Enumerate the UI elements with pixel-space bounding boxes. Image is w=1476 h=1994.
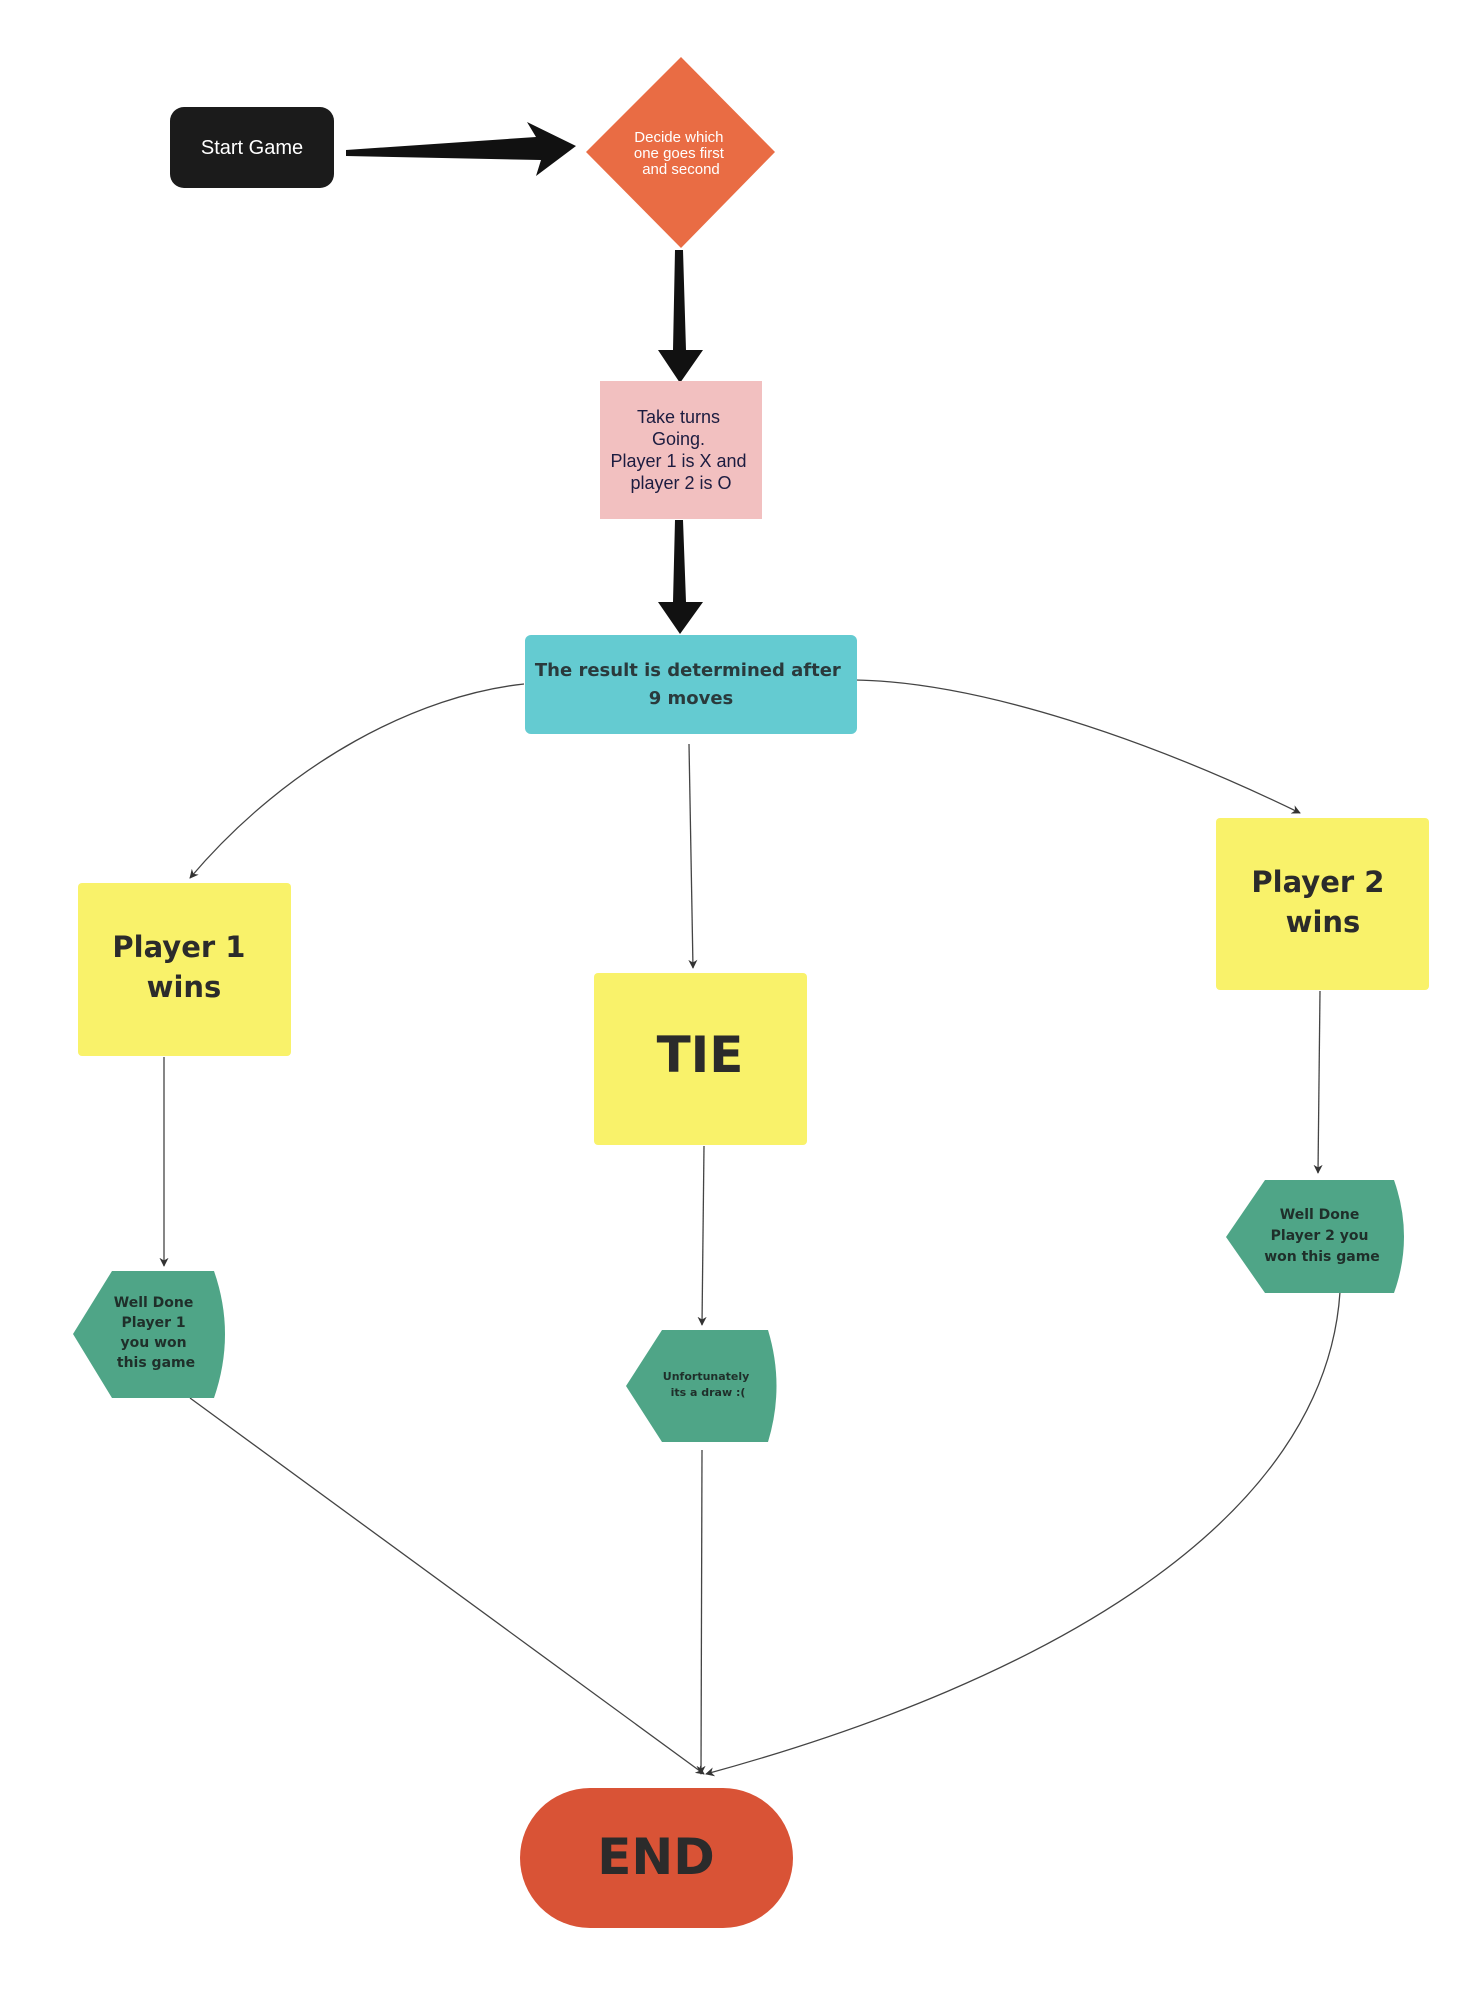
decide-node-shape	[586, 57, 775, 248]
player1-message-node-label-line: Player 1	[121, 1315, 185, 1331]
nodes: Start Game Decide which one goes first a…	[73, 57, 1429, 1928]
edge-message2-to-end	[705, 1291, 1341, 1777]
decide-node-label: Decide which one goes first and second	[634, 129, 728, 178]
edge-decide-to-turns	[658, 250, 703, 383]
decide-node-label-line: one goes first	[634, 145, 725, 162]
start-node-label-line: Start Game	[201, 137, 303, 159]
player1-message-node-label: Well Done Player 1 you won this game	[114, 1295, 199, 1371]
player2-message-node-label: Well Done Player 2 you won this game	[1264, 1207, 1380, 1265]
tie-node[interactable]: TIE	[594, 973, 807, 1145]
turns-node-label-line: player 2 is O	[630, 473, 731, 493]
player1-wins-node-shape	[78, 883, 291, 1056]
tie-message-node-shape	[626, 1330, 777, 1442]
result-node[interactable]: The result is determined after 9 moves	[525, 635, 857, 734]
start-node[interactable]: Start Game	[170, 107, 334, 188]
result-node-shape	[525, 635, 857, 734]
tie-node-label-line: TIE	[657, 1026, 744, 1084]
tie-message-node-label-line: Unfortunately	[663, 1370, 750, 1383]
player1-wins-node-label: Player 1 wins	[112, 930, 255, 1004]
player2-wins-node[interactable]: Player 2 wins	[1216, 818, 1429, 990]
result-node-label-line: 9 moves	[649, 688, 734, 709]
edge-result-to-player1	[189, 683, 525, 879]
player2-wins-node-label: Player 2 wins	[1251, 865, 1394, 939]
start-node-shape	[170, 107, 334, 188]
player1-wins-node-label-line: Player 1	[112, 930, 245, 964]
tie-message-node-label-line: its a draw :(	[671, 1386, 746, 1399]
start-node-label: Start Game	[201, 137, 303, 159]
end-node-label: END	[597, 1828, 715, 1886]
tie-message-node[interactable]: Unfortunately its a draw :(	[626, 1330, 777, 1442]
player2-wins-node-label-line: Player 2	[1251, 865, 1384, 899]
player1-wins-node[interactable]: Player 1 wins	[78, 883, 291, 1056]
decide-node[interactable]: Decide which one goes first and second	[586, 57, 775, 248]
decide-node-label-line: and second	[642, 161, 720, 178]
player1-message-node-label-line: this game	[117, 1355, 195, 1371]
turns-node-label-line: Player 1 is X and	[610, 451, 746, 471]
edge-tie-to-message	[697, 1145, 707, 1326]
result-node-label-line: The result is determined after	[535, 660, 841, 681]
player2-message-node[interactable]: Well Done Player 2 you won this game	[1226, 1180, 1404, 1293]
result-node-label: The result is determined after 9 moves	[535, 660, 847, 709]
turns-node-label: Take turns Going. Player 1 is X and play…	[610, 407, 751, 493]
turns-node[interactable]: Take turns Going. Player 1 is X and play…	[600, 381, 762, 519]
edge-result-to-player2	[854, 679, 1301, 814]
player1-message-node-label-line: Well Done	[114, 1295, 194, 1311]
player2-message-node-label-line: won this game	[1264, 1249, 1380, 1265]
tie-node-label: TIE	[657, 1026, 744, 1084]
edge-message-tie-to-end	[696, 1449, 706, 1775]
player2-wins-node-shape	[1216, 818, 1429, 990]
player2-message-node-shape	[1226, 1180, 1404, 1293]
edge-message1-to-end	[189, 1397, 705, 1775]
player1-wins-node-label-line: wins	[147, 970, 222, 1004]
end-node-label-line: END	[597, 1828, 715, 1886]
player2-message-node-label-line: Player 2 you	[1271, 1228, 1369, 1244]
tie-node-shape	[594, 973, 807, 1145]
edges	[159, 122, 1341, 1777]
edge-result-to-tie	[688, 743, 698, 969]
edge-player2-to-message	[1313, 990, 1323, 1174]
tie-message-node-label: Unfortunately its a draw :(	[663, 1370, 753, 1399]
player1-message-node[interactable]: Well Done Player 1 you won this game	[73, 1271, 225, 1398]
player1-message-node-shape	[73, 1271, 225, 1398]
end-node-shape	[520, 1788, 793, 1928]
edge-turns-to-result	[658, 520, 703, 634]
turns-node-label-line: Going.	[652, 429, 705, 449]
end-node[interactable]: END	[520, 1788, 793, 1928]
decide-node-label-line: Decide which	[634, 129, 723, 146]
player2-wins-node-label-line: wins	[1286, 905, 1361, 939]
player1-message-node-label-line: you won	[121, 1335, 187, 1351]
turns-node-label-line: Take turns	[637, 407, 720, 427]
player2-message-node-label-line: Well Done	[1280, 1207, 1360, 1223]
turns-node-shape	[600, 381, 762, 519]
edge-start-to-decide	[346, 122, 576, 176]
